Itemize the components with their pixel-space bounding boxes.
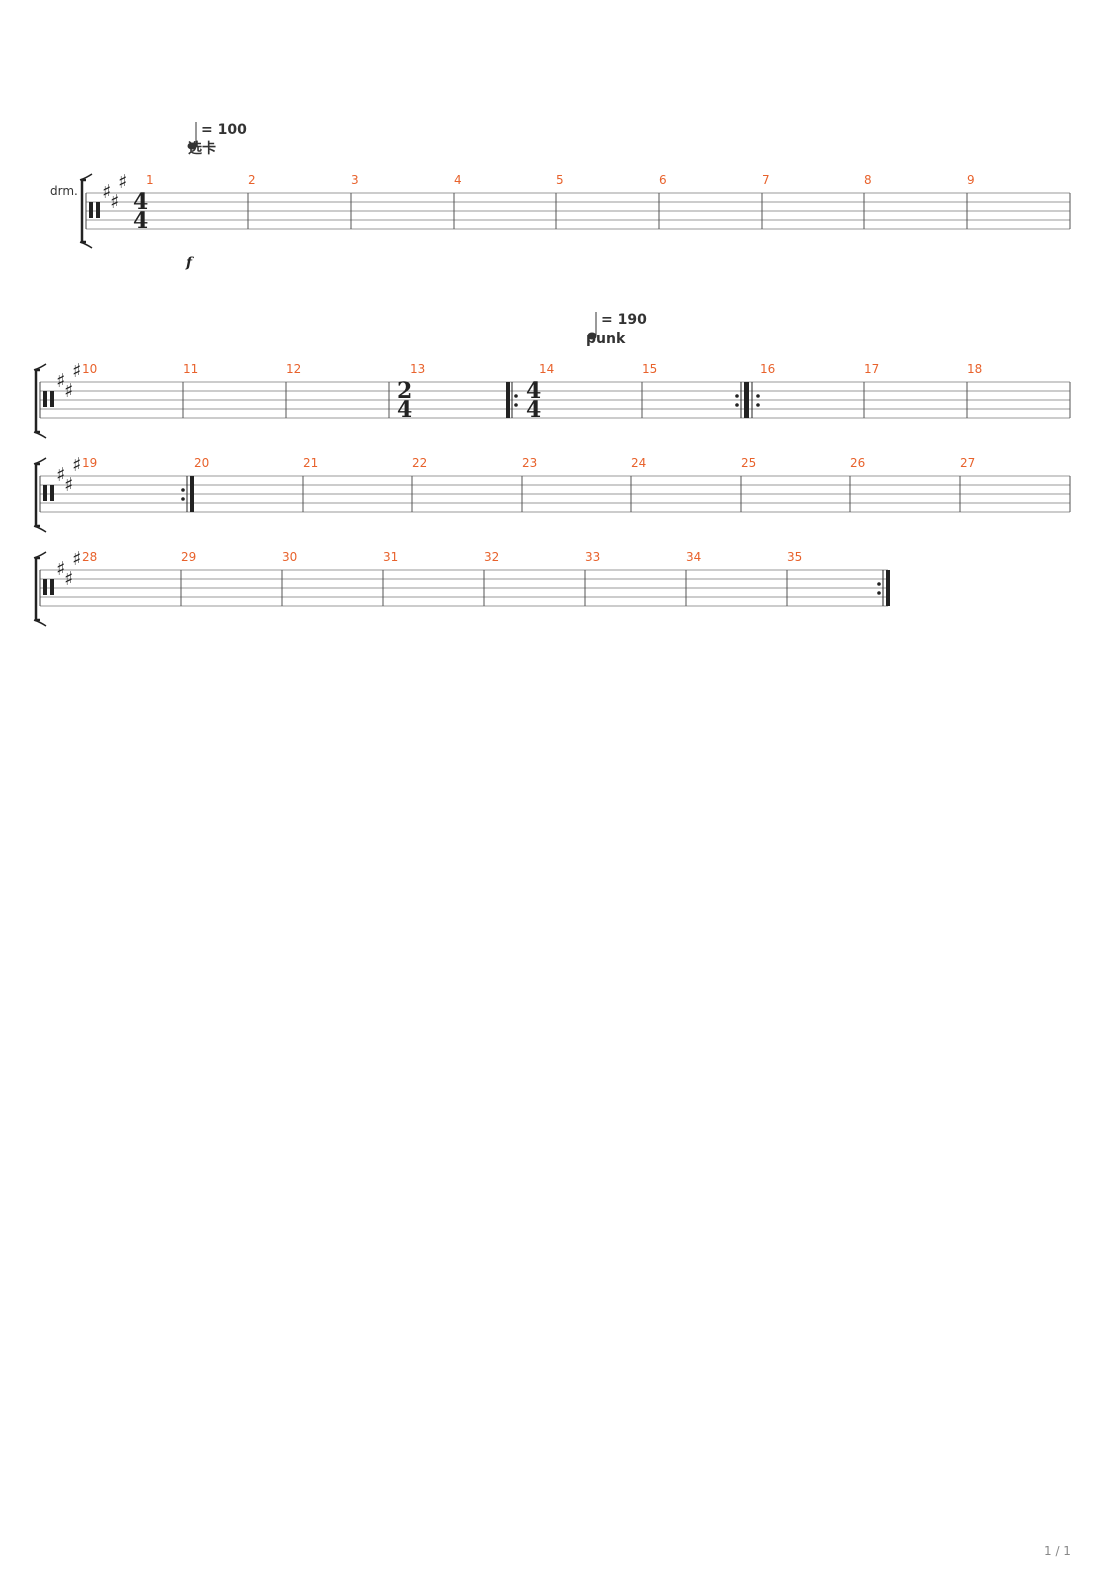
svg-text:♯: ♯ [56, 558, 65, 580]
measure-number: 1 [146, 173, 154, 187]
measure-number: 23 [522, 456, 537, 470]
percussion-clef-icon [43, 391, 54, 407]
key-signature-sharps-icon: ♯ ♯ ♯ [56, 548, 81, 590]
tempo-text-2: punk [586, 331, 626, 347]
svg-text:♯: ♯ [56, 464, 65, 486]
staff-lines [86, 192, 1070, 230]
key-signature-sharps-icon: ♯ ♯ ♯ [56, 360, 81, 402]
svg-text:4: 4 [397, 397, 412, 423]
svg-text:♯: ♯ [72, 454, 81, 476]
tempo-text-1: 选卡 [188, 140, 216, 157]
measure-number: 26 [850, 456, 865, 470]
measure-number: 21 [303, 456, 318, 470]
svg-text:♯: ♯ [64, 474, 73, 496]
measure-number: 3 [351, 173, 359, 187]
staff-lines [40, 475, 1070, 513]
measure-number: 5 [556, 173, 564, 187]
measure-number: 27 [960, 456, 975, 470]
svg-text:♯: ♯ [64, 568, 73, 590]
svg-text:♯: ♯ [56, 370, 65, 392]
tempo-marking-2: = 190 punk [586, 312, 647, 347]
system-bracket [34, 462, 40, 528]
measure-number: 29 [181, 550, 196, 564]
system-1: ♯ ♯ ♯ 4 4 1 2 3 4 5 6 7 [79, 171, 1071, 271]
measure-number: 30 [282, 550, 297, 564]
svg-text:♯: ♯ [102, 181, 111, 203]
percussion-clef-icon [43, 485, 54, 501]
measure-number: 10 [82, 362, 97, 376]
key-signature-sharps-icon: ♯ ♯ ♯ [102, 171, 127, 213]
key-signature-sharps-icon: ♯ ♯ ♯ [56, 454, 81, 496]
measure-number: 19 [82, 456, 97, 470]
staff-lines [40, 381, 1070, 419]
system-bracket [80, 178, 86, 244]
page-number: 1 / 1 [1044, 1544, 1071, 1558]
measure-number: 17 [864, 362, 879, 376]
tempo-value-1: = 100 [201, 122, 247, 138]
percussion-clef-icon [43, 579, 54, 595]
percussion-clef-icon [89, 202, 100, 218]
tempo-value-2: = 190 [601, 312, 647, 328]
measure-number: 15 [642, 362, 657, 376]
measure-numbers: 28 29 30 31 32 33 34 35 [82, 550, 802, 564]
measure-numbers: 1 2 3 4 5 6 7 8 9 [146, 173, 975, 187]
system-bracket [34, 368, 40, 434]
dynamic-forte: f [185, 255, 195, 271]
svg-text:4: 4 [133, 189, 148, 215]
staff-lines [40, 569, 888, 607]
measure-numbers: 10 11 12 13 14 15 16 17 18 [82, 362, 982, 376]
measure-number: 33 [585, 550, 600, 564]
svg-text:♯: ♯ [72, 548, 81, 570]
svg-text:4: 4 [526, 397, 541, 423]
system-bracket [34, 556, 40, 622]
repeat-end-barline [877, 570, 890, 606]
svg-text:♯: ♯ [118, 171, 127, 193]
measure-number: 7 [762, 173, 770, 187]
measure-number: 13 [410, 362, 425, 376]
svg-text:4: 4 [133, 208, 148, 234]
measure-number: 2 [248, 173, 256, 187]
measure-number: 9 [967, 173, 975, 187]
measure-number: 20 [194, 456, 209, 470]
svg-text:♯: ♯ [72, 360, 81, 382]
repeat-end-start-barline [735, 382, 760, 418]
measure-number: 35 [787, 550, 802, 564]
svg-text:♯: ♯ [110, 191, 119, 213]
time-signature-4-4: 4 4 [133, 189, 148, 234]
repeat-end-barline [181, 476, 194, 512]
tempo-marking-1: = 100 选卡 [187, 122, 247, 157]
system-2: ♯ ♯ ♯ 2 4 4 4 [33, 360, 1071, 439]
measure-number: 14 [539, 362, 554, 376]
instrument-label: drm. [50, 184, 78, 198]
measure-number: 18 [967, 362, 982, 376]
measure-number: 4 [454, 173, 462, 187]
time-signature-2-4: 2 4 [397, 378, 412, 423]
measure-number: 34 [686, 550, 701, 564]
repeat-start-barline [506, 382, 518, 418]
measure-number: 6 [659, 173, 667, 187]
measure-number: 8 [864, 173, 872, 187]
measure-number: 32 [484, 550, 499, 564]
measure-number: 31 [383, 550, 398, 564]
measure-number: 24 [631, 456, 646, 470]
measure-number: 28 [82, 550, 97, 564]
system-3: ♯ ♯ ♯ 19 20 21 22 23 24 25 [33, 454, 1071, 533]
measure-numbers: 19 20 21 22 23 24 25 26 27 [82, 456, 975, 470]
svg-text:♯: ♯ [64, 380, 73, 402]
system-4: ♯ ♯ ♯ 28 29 30 31 32 33 34 3 [33, 548, 890, 627]
time-signature-4-4: 4 4 [526, 378, 541, 423]
measure-number: 12 [286, 362, 301, 376]
measure-number: 11 [183, 362, 198, 376]
svg-text:2: 2 [397, 378, 412, 404]
measure-number: 22 [412, 456, 427, 470]
measure-number: 25 [741, 456, 756, 470]
measure-number: 16 [760, 362, 775, 376]
svg-text:4: 4 [526, 378, 541, 404]
